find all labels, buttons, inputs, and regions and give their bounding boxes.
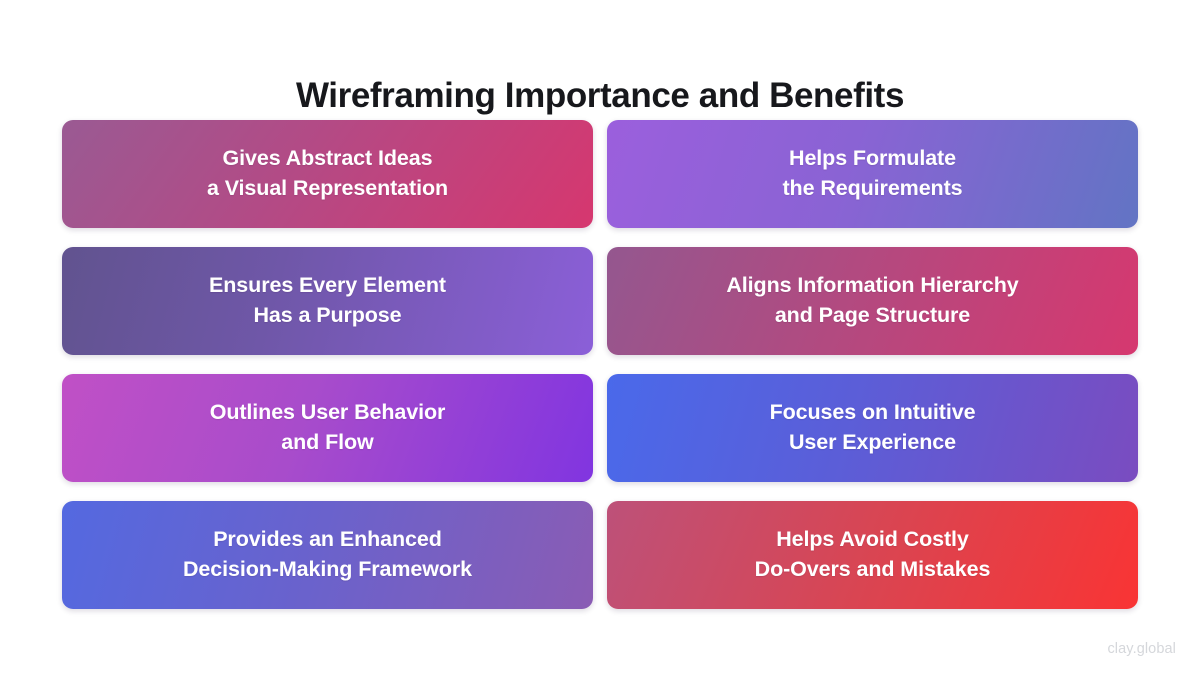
benefit-card-gives-abstract-ideas[interactable]: Gives Abstract Ideas a Visual Representa… xyxy=(62,120,593,228)
benefit-card-outlines-user-behavior[interactable]: Outlines User Behavior and Flow xyxy=(62,374,593,482)
benefit-card-focuses-on-intuitive-ux[interactable]: Focuses on Intuitive User Experience xyxy=(607,374,1138,482)
benefit-card-helps-formulate-requirements[interactable]: Helps Formulate the Requirements xyxy=(607,120,1138,228)
benefit-card-ensures-every-element[interactable]: Ensures Every Element Has a Purpose xyxy=(62,247,593,355)
brand-watermark: clay.global xyxy=(1107,641,1176,657)
benefit-card-label: Helps Avoid Costly Do-Overs and Mistakes xyxy=(754,527,991,581)
benefit-card-label: Aligns Information Hierarchy and Page St… xyxy=(726,273,1019,327)
benefit-card-provides-enhanced-decision-making[interactable]: Provides an Enhanced Decision-Making Fra… xyxy=(62,501,593,609)
page-title: Wireframing Importance and Benefits xyxy=(295,76,905,116)
benefit-card-label: Helps Formulate the Requirements xyxy=(782,146,963,200)
benefit-card-label: Provides an Enhanced Decision-Making Fra… xyxy=(182,527,473,581)
benefit-card-label: Ensures Every Element Has a Purpose xyxy=(209,273,446,327)
benefit-card-label: Focuses on Intuitive User Experience xyxy=(769,400,976,454)
benefit-card-helps-avoid-costly-do-overs[interactable]: Helps Avoid Costly Do-Overs and Mistakes xyxy=(607,501,1138,609)
benefit-card-label: Outlines User Behavior and Flow xyxy=(209,400,446,454)
benefit-card-grid: Gives Abstract Ideas a Visual Representa… xyxy=(62,120,1138,609)
benefit-card-aligns-information-hierarchy[interactable]: Aligns Information Hierarchy and Page St… xyxy=(607,247,1138,355)
benefit-card-label: Gives Abstract Ideas a Visual Representa… xyxy=(206,146,449,200)
